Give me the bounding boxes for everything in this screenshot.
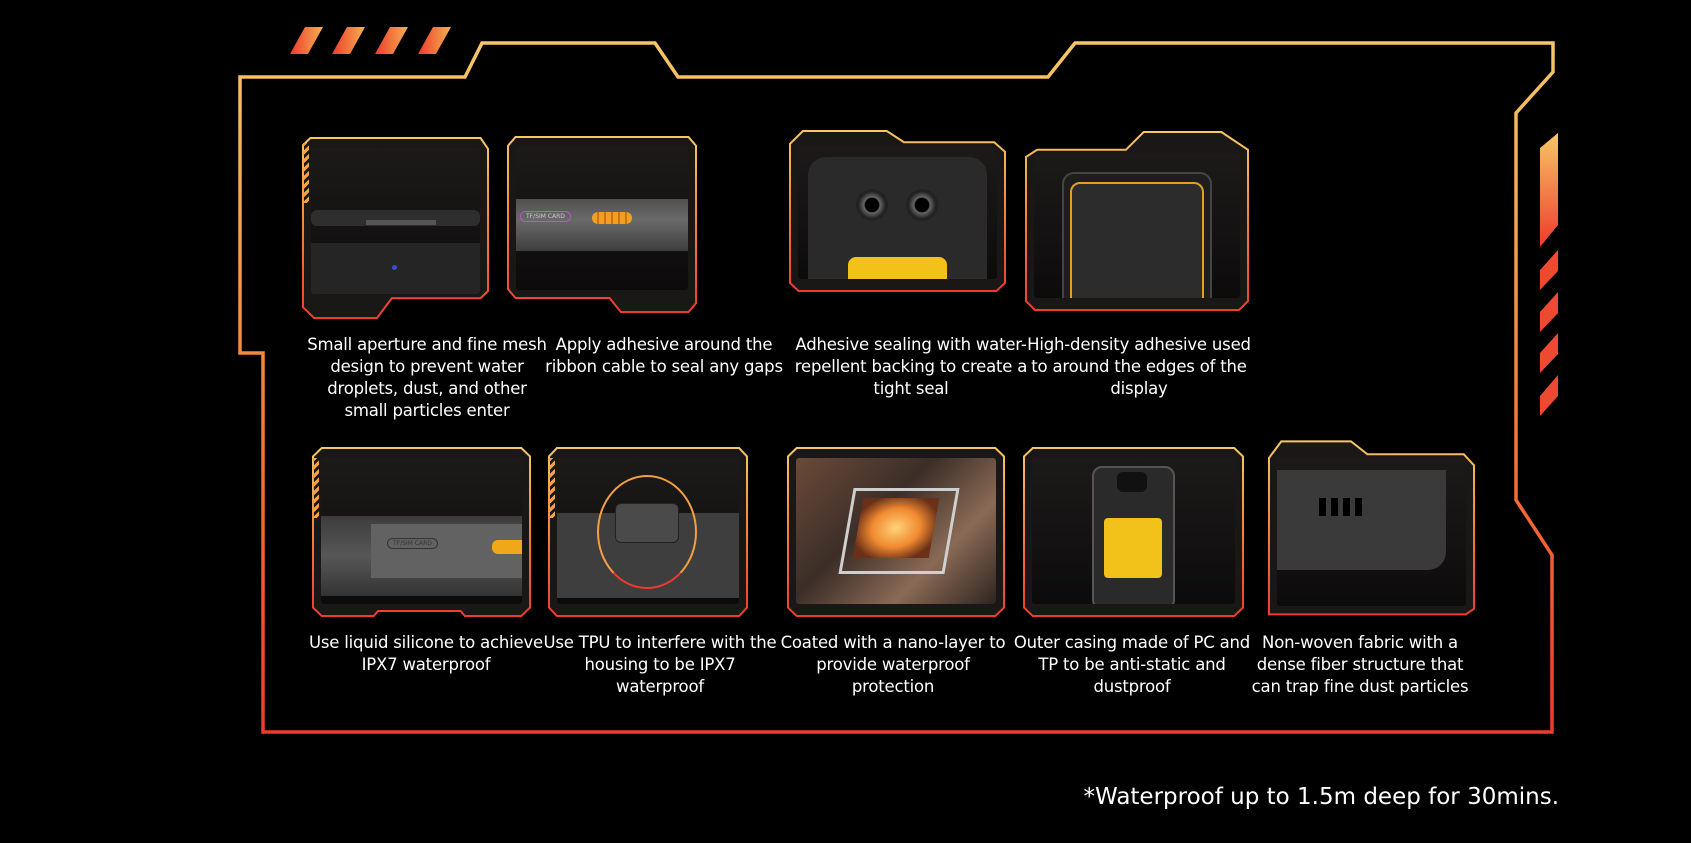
rear-camera-image: [798, 147, 997, 279]
feature-card-sim-tray: TF/SIM CARD: [313, 448, 530, 616]
frame-outline: [238, 41, 1555, 734]
waterproof-footnote: *Waterproof up to 1.5m deep for 30mins.: [1083, 784, 1559, 810]
side-ribbon-image: TF/SIM CARD: [516, 147, 688, 290]
usb-cover-image: [557, 458, 739, 604]
feature-card-earpiece: [303, 138, 488, 318]
feature-caption: Small aperture and fine mesh design to p…: [307, 335, 547, 420]
feature-caption: Use TPU to interfere with the housing to…: [543, 633, 777, 696]
sim-tray-label: TF/SIM CARD: [387, 538, 438, 549]
feature-caption: Coated with a nano-layer to provide wate…: [780, 633, 1006, 696]
feature-caption: High-density adhesive used to around the…: [1027, 335, 1251, 398]
feature-caption: Apply adhesive around the ribbon cable t…: [545, 335, 783, 376]
top-left-stripes-icon: [290, 27, 451, 54]
feature-card-display: [1026, 132, 1248, 310]
feature-caption: Adhesive sealing with water-repellent ba…: [794, 335, 1028, 398]
feature-caption: Outer casing made of PC and TP to be ant…: [1013, 633, 1251, 696]
feature-card-nano: [788, 448, 1004, 616]
earpiece-mesh-image: [311, 148, 480, 294]
feature-card-ribbon: TF/SIM CARD: [508, 137, 696, 312]
feature-card-camera: [790, 131, 1005, 291]
sim-card-label: TF/SIM CARD: [520, 211, 571, 222]
feature-card-casing: [1024, 448, 1243, 616]
sim-tray-image: TF/SIM CARD: [321, 458, 522, 604]
feature-card-fabric: [1269, 434, 1474, 618]
feature-caption: Non-woven fabric with a dense fiber stru…: [1251, 633, 1469, 696]
feature-caption: Use liquid silicone to achieve IPX7 wate…: [309, 633, 543, 674]
display-edge-image: [1034, 154, 1240, 298]
speaker-grille-image: [1277, 458, 1466, 606]
right-stripes-icon: [1540, 133, 1558, 416]
feature-card-usb-cover: [549, 448, 747, 616]
nano-chip-image: [796, 458, 996, 604]
phone-back-image: [1032, 458, 1235, 604]
